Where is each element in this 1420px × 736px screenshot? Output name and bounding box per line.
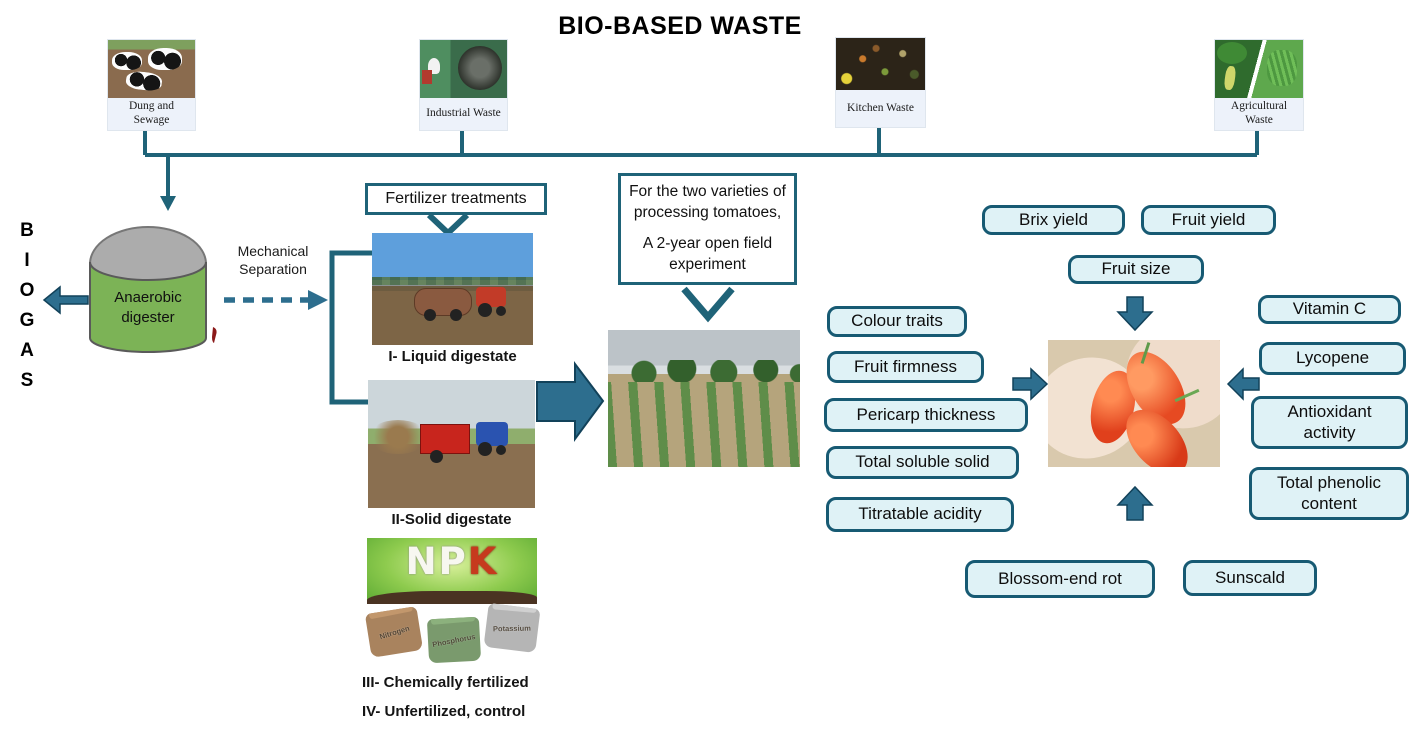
biogas-arrow-icon <box>42 285 89 315</box>
digester-arrowhead-icon <box>160 196 176 211</box>
nitrogen-bag: Nitrogen <box>364 606 424 658</box>
wheel-icon <box>430 450 443 463</box>
manure-spreader <box>420 424 470 454</box>
waste-card-label: Dung and Sewage <box>108 98 195 130</box>
crop-rows <box>608 382 800 467</box>
trait-fruit-size: Fruit size <box>1068 255 1204 284</box>
tomato-hands-photo <box>1048 340 1220 467</box>
page-title: BIO-BASED WASTE <box>558 12 802 40</box>
mechanical-separation-label: Mechanical Separation <box>222 243 324 278</box>
digester-label-line2: digester <box>121 309 175 327</box>
nitrogen-bag-label: Nitrogen <box>377 623 411 641</box>
bottling-carousel <box>458 46 502 90</box>
trait-total-soluble-solid: Total soluble solid <box>826 446 1019 479</box>
experiment-note-line1: For the two varieties of processing toma… <box>629 183 786 221</box>
nutrition-to-tomato-arrow-icon <box>1226 367 1260 401</box>
field-trial-photo <box>608 330 800 467</box>
slurry-tank <box>414 288 472 316</box>
wheel-icon <box>478 442 492 456</box>
root-vegetable <box>1223 65 1237 91</box>
cow-icon <box>125 70 163 92</box>
mech-sep-line1: Mechanical <box>237 243 309 259</box>
digestate-bracket <box>329 250 372 405</box>
biogas-letter: B <box>20 220 34 241</box>
wheel-icon <box>496 306 506 316</box>
waste-card-label: Kitchen Waste <box>836 90 925 127</box>
tree-band <box>608 360 800 382</box>
trait-vitamin-c: Vitamin C <box>1258 295 1401 324</box>
potassium-bag-label: Potassium <box>492 623 532 633</box>
dust-cloud <box>368 420 428 454</box>
chemically-fertilized-label: III- Chemically fertilized <box>362 674 529 691</box>
red-mark <box>212 327 217 343</box>
dung-sewage-photo <box>108 40 195 98</box>
trait-sunscald: Sunscald <box>1183 560 1317 596</box>
grass-blob <box>1267 50 1297 86</box>
trait-brix-yield: Brix yield <box>982 205 1125 235</box>
treatments-to-field-arrow-icon <box>536 361 605 443</box>
solid-digestate-label: II-Solid digestate <box>391 511 512 528</box>
wheel-icon <box>450 309 462 321</box>
phosphorus-bag: Phosphorus <box>426 616 482 664</box>
digester-label-line1: Anaerobic <box>114 289 182 306</box>
leaf-blob <box>1217 42 1247 64</box>
waste-card-industrial: Industrial Waste <box>420 40 507 130</box>
biogas-letter: G <box>19 310 35 331</box>
biogas-letter: O <box>19 280 35 301</box>
trait-fruit-yield: Fruit yield <box>1141 205 1276 235</box>
npk-letter-k: K <box>467 540 499 583</box>
cow-icon <box>148 48 182 70</box>
wheel-icon <box>478 303 492 317</box>
npk-photo: NPK <box>367 538 537 604</box>
waste-to-digester-connector <box>143 127 1259 157</box>
biogas-letter: A <box>20 340 34 361</box>
solid-digestate-photo <box>368 380 535 508</box>
biogas-letter: S <box>20 370 34 391</box>
experiment-note-line2: A 2-year open field experiment <box>642 235 773 274</box>
trait-titratable-acidity: Titratable acidity <box>826 497 1014 532</box>
bottles <box>422 70 432 84</box>
npk-letters: NPK <box>367 540 537 583</box>
liquid-digestate-photo <box>372 233 533 345</box>
biogas-letter: I <box>24 250 30 271</box>
fertilizer-treatments-box: Fertilizer treatments <box>365 183 547 215</box>
unfertilized-control-label: IV- Unfertilized, control <box>362 703 526 720</box>
fertilizer-chevron-arrow-icon <box>426 212 470 238</box>
npk-letter-p: P <box>438 540 468 583</box>
waste-card-agricultural: Agricultural Waste <box>1215 40 1303 130</box>
mech-sep-line2: Separation <box>239 260 307 277</box>
kitchen-waste-photo <box>836 38 925 90</box>
waste-card-kitchen: Kitchen Waste <box>836 38 925 127</box>
trait-colour-traits: Colour traits <box>827 306 967 337</box>
trait-antioxidant-activity: Antioxidant activity <box>1251 396 1408 449</box>
disorders-to-tomato-arrow-icon <box>1116 485 1154 521</box>
liquid-digestate-label: I- Liquid digestate <box>388 348 517 365</box>
digester-label: Anaerobic digester <box>100 288 196 329</box>
trait-fruit-firmness: Fruit firmness <box>827 351 984 383</box>
waste-card-label: Industrial Waste <box>420 98 507 130</box>
trait-total-phenolic-content: Total phenolic content <box>1249 467 1409 520</box>
npk-soil <box>367 591 537 604</box>
wheel-icon <box>424 309 436 321</box>
trait-pericarp-thickness: Pericarp thickness <box>824 398 1028 432</box>
waste-card-label: Agricultural Waste <box>1215 98 1303 130</box>
experiment-note-box: For the two varieties of processing toma… <box>618 173 797 285</box>
yield-to-tomato-arrow-icon <box>1116 296 1154 332</box>
tractor-red <box>476 287 506 307</box>
trait-lycopene: Lycopene <box>1259 342 1406 375</box>
experiment-chevron-arrow-icon <box>681 286 735 323</box>
waste-card-dung-sewage: Dung and Sewage <box>108 40 195 130</box>
wheel-icon <box>496 445 506 455</box>
trait-blossom-end-rot: Blossom-end rot <box>965 560 1155 598</box>
quality-to-tomato-arrow-icon <box>1012 367 1049 401</box>
phosphorus-bag-label: Phosphorus <box>431 631 477 649</box>
npk-letter-n: N <box>405 540 439 583</box>
agricultural-waste-photo <box>1215 40 1303 98</box>
potassium-bag: Potassium <box>483 602 541 654</box>
cow-icon <box>112 52 142 70</box>
mechanical-separation-arrowhead-icon <box>308 290 328 310</box>
industrial-waste-photo <box>420 40 507 98</box>
tree-line <box>372 277 533 285</box>
